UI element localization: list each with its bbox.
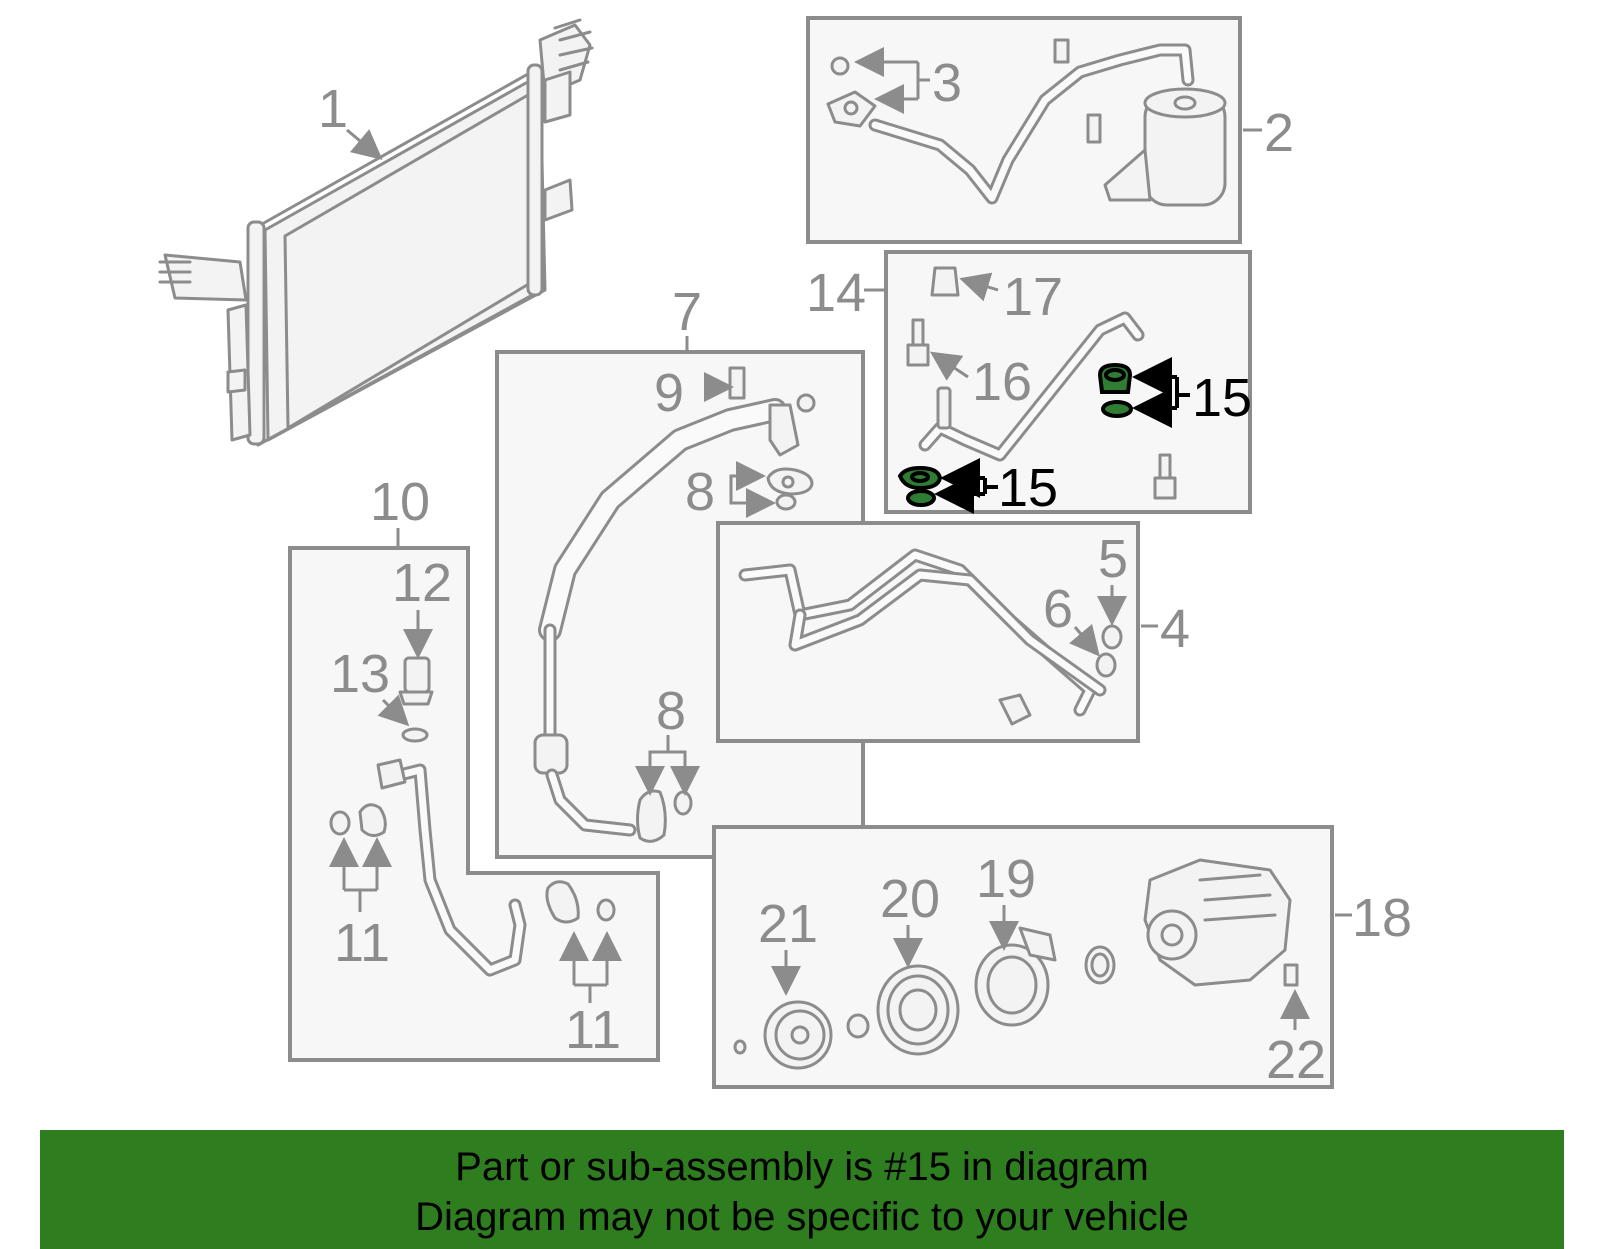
callout-1: 1: [318, 79, 348, 139]
leader-16: [930, 351, 969, 381]
callout-13: 13: [330, 644, 390, 704]
callout-7: 7: [672, 282, 702, 342]
leader-8a-top: [729, 461, 766, 491]
callout-3: 3: [932, 53, 962, 113]
o-ring-part-15-upper: [1097, 362, 1133, 418]
callout-5: 5: [1098, 529, 1128, 589]
callout-8-lower: 8: [656, 681, 686, 741]
receiver-drier-part-2: [826, 38, 1227, 207]
leader-8a-bottom: [729, 488, 776, 518]
callout-21: 21: [758, 894, 818, 954]
notice-line-2: Diagram may not be specific to your vehi…: [415, 1195, 1189, 1239]
callout-20: 20: [880, 869, 940, 929]
callout-2: 2: [1264, 103, 1294, 163]
group-box-4: [716, 521, 1140, 743]
callout-14: 14: [806, 263, 866, 323]
condenser-part-1: [158, 18, 594, 447]
notice-banner: Part or sub-assembly is #15 in diagram D…: [40, 1130, 1564, 1249]
callout-4: 4: [1160, 599, 1190, 659]
leader-1: [346, 128, 383, 160]
callout-18: 18: [1352, 888, 1412, 948]
leader-6: [1069, 623, 1100, 657]
callout-6: 6: [1043, 579, 1073, 639]
callout-11-left: 11: [334, 913, 390, 973]
callout-11-right: 11: [565, 1000, 621, 1060]
callout-22: 22: [1266, 1030, 1326, 1090]
callout-9: 9: [654, 363, 684, 423]
clutch-hub-part-21: [763, 1000, 870, 1070]
callout-12: 12: [392, 553, 452, 613]
pulley-part-20: [876, 964, 960, 1056]
callout-16: 16: [972, 352, 1032, 412]
coil-part-19: [974, 926, 1057, 1027]
callout-10: 10: [370, 472, 430, 532]
callout-17: 17: [1003, 267, 1063, 327]
liquid-hose-part-10: [329, 656, 616, 977]
liquid-line-part-14: [906, 266, 1177, 500]
notice-line-1: Part or sub-assembly is #15 in diagram: [455, 1145, 1149, 1189]
leader-17: [959, 272, 999, 302]
callout-8-upper: 8: [685, 462, 715, 522]
callout-15-upper: 15: [1192, 368, 1252, 428]
callout-15-lower: 15: [998, 458, 1058, 518]
leader-13: [377, 694, 410, 727]
suction-line-part-4: [738, 548, 1123, 726]
compressor-part-18: [733, 858, 1299, 1055]
callout-19: 19: [976, 849, 1036, 909]
o-ring-part-15-lower: [897, 465, 943, 507]
discharge-hose-part-7: [533, 366, 816, 843]
